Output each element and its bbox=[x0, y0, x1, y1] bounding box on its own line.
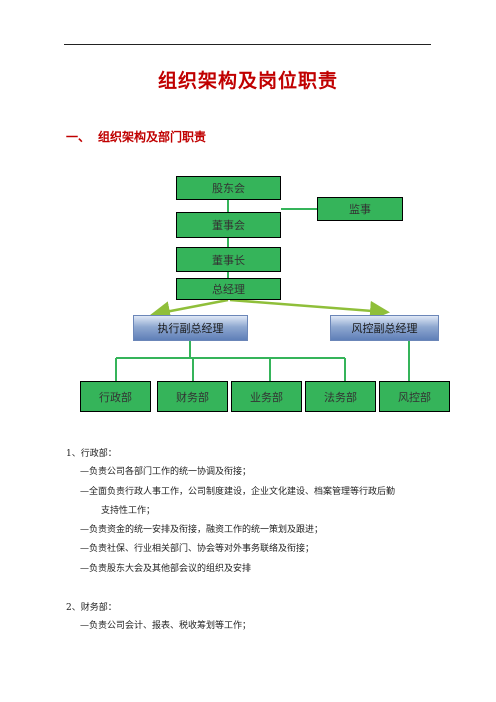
dept-finance-box: 财务部 bbox=[157, 381, 228, 412]
dept-legal-label: 法务部 bbox=[324, 390, 357, 404]
shareholders-box: 股东会 bbox=[176, 176, 281, 200]
finance-item: —负责公司会计、报表、税收筹划等工作； bbox=[80, 621, 252, 631]
shareholders-label: 股东会 bbox=[212, 182, 245, 195]
admin-item: —负责股东大会及其他部会议的组织及安排 bbox=[80, 564, 252, 574]
dept-business-label: 业务部 bbox=[250, 390, 283, 404]
section-title: 组织架构及部门职责 bbox=[98, 130, 207, 144]
dept-admin-label: 行政部 bbox=[99, 390, 132, 404]
section-number: 一、 bbox=[66, 130, 91, 144]
page-title: 组织架构及岗位职责 bbox=[157, 70, 338, 92]
arrow-to-exec-vp bbox=[150, 298, 229, 321]
dept-admin-box: 行政部 bbox=[80, 381, 151, 412]
admin-heading: 1、行政部： bbox=[66, 449, 117, 459]
header-rule bbox=[64, 44, 431, 45]
dept-business-box: 业务部 bbox=[231, 381, 302, 412]
admin-item: —全面负责行政人事工作，公司制度建设，企业文化建设、档案管理等行政后勤 bbox=[80, 487, 396, 497]
arrow-to-risk-vp bbox=[229, 298, 390, 321]
general-manager-label: 总经理 bbox=[212, 283, 245, 296]
supervisor-label: 监事 bbox=[349, 203, 371, 216]
admin-item: —负责公司各部门工作的统一协调及衔接； bbox=[80, 467, 252, 477]
admin-item: —负责资金的统一安排及衔接，融资工作的统一策划及跟进； bbox=[80, 525, 324, 535]
dept-risk-label: 风控部 bbox=[398, 390, 431, 404]
chairman-box: 董事长 bbox=[176, 247, 281, 272]
section-heading: 一、组织架构及部门职责 bbox=[66, 128, 206, 145]
supervisor-box: 监事 bbox=[317, 197, 403, 221]
chairman-label: 董事长 bbox=[212, 253, 245, 267]
dept-risk-box: 风控部 bbox=[379, 381, 450, 412]
dept-finance-label: 财务部 bbox=[176, 390, 209, 404]
risk-vp-box: 风控副总经理 bbox=[330, 315, 439, 341]
exec-vp-label: 执行副总经理 bbox=[157, 322, 224, 335]
admin-item: —负责社保、行业相关部门、协会等对外事务联络及衔接； bbox=[80, 544, 315, 554]
board-label: 董事会 bbox=[212, 219, 245, 232]
exec-vp-box: 执行副总经理 bbox=[133, 315, 248, 341]
board-box: 董事会 bbox=[176, 212, 281, 238]
admin-item-continuation: 支持性工作； bbox=[101, 506, 156, 516]
dept-legal-box: 法务部 bbox=[305, 381, 376, 412]
finance-heading: 2、财务部： bbox=[66, 603, 117, 613]
risk-vp-label: 风控副总经理 bbox=[351, 322, 418, 335]
general-manager-box: 总经理 bbox=[176, 278, 281, 300]
